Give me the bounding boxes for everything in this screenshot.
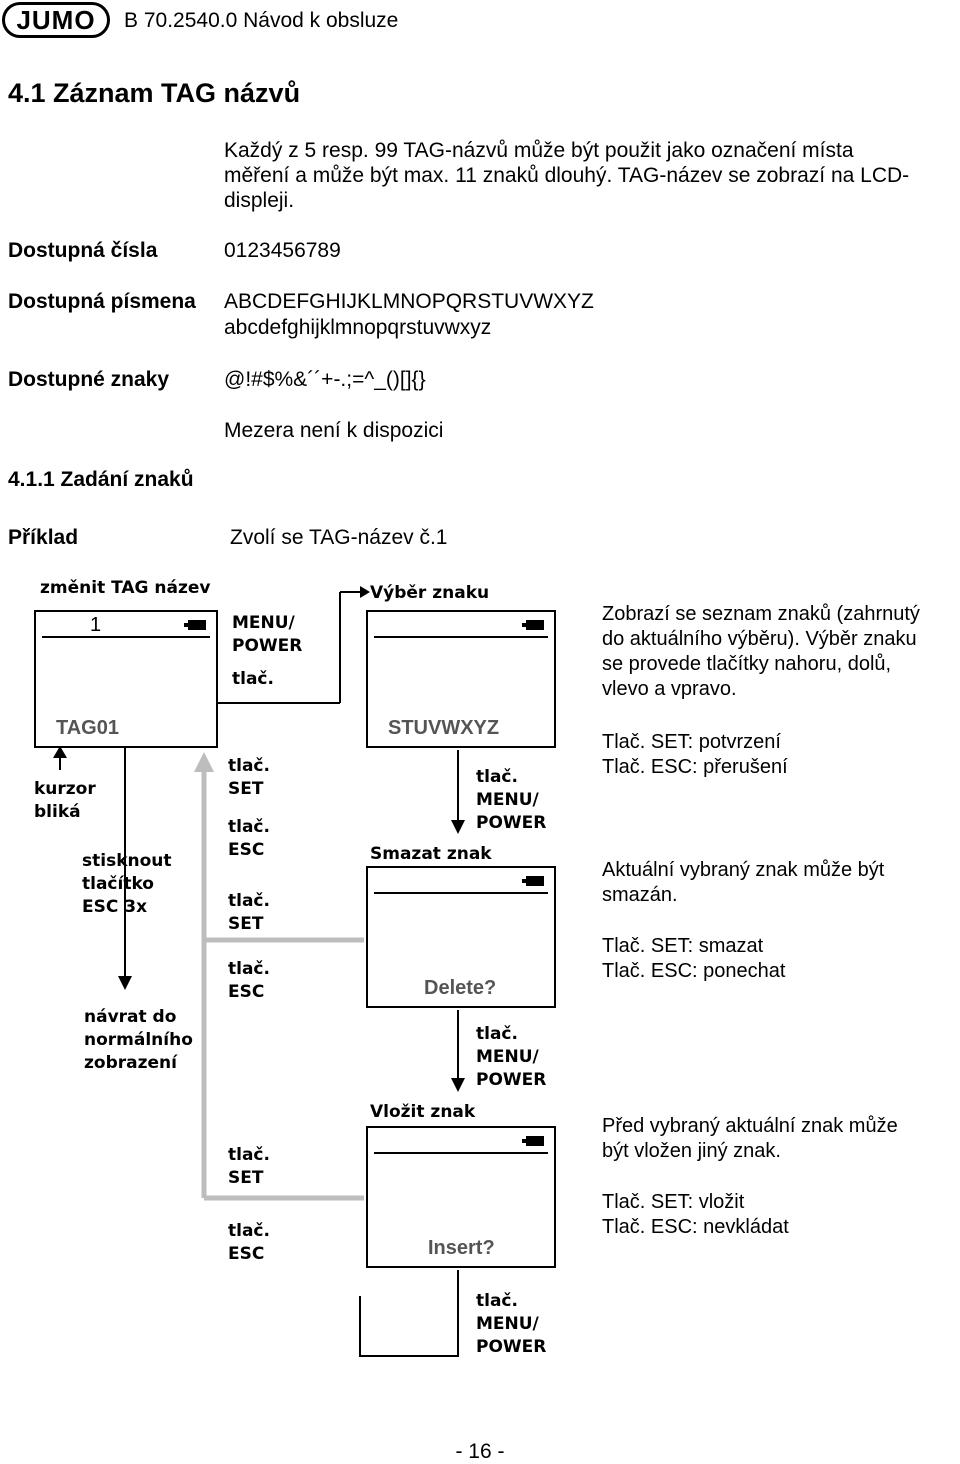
- set-2: tlač.SET: [228, 891, 270, 934]
- section-title: 4.1 Záznam TAG názvů: [8, 78, 301, 108]
- esc-3: tlač.ESC: [228, 1221, 270, 1264]
- esc-1: tlač.ESC: [228, 817, 270, 860]
- screen3-bottom: Delete?: [424, 977, 497, 999]
- screen4-title: Vložit znak: [370, 1102, 476, 1122]
- battery-icon: [522, 620, 544, 630]
- desc-delete: Aktuální vybraný znak může být smazán.: [602, 859, 885, 906]
- return-label: návrat do normálního zobrazení: [84, 1007, 193, 1073]
- lcd-screen-4: Insert?: [366, 1126, 556, 1268]
- letters-lower: abcdefghijklmnopqrstuvwxyz: [224, 316, 492, 339]
- example-label: Příklad: [8, 526, 79, 549]
- desc-select-keys: Tlač. SET: potvrzení Tlač. ESC: přerušen…: [602, 731, 788, 778]
- esc-2: tlač.ESC: [228, 959, 270, 1002]
- screen2-title: Výběr znaku: [370, 583, 490, 603]
- set-1: tlač.SET: [228, 756, 270, 799]
- esc3x-label: stisknout tlačítko ESC 3x: [82, 851, 172, 917]
- screen4-bottom: Insert?: [428, 1237, 495, 1259]
- menu-power-1: MENU/ POWER tlač.: [232, 613, 303, 689]
- screen1-bottom: TAG01: [56, 717, 119, 739]
- letters-upper: ABCDEFGHIJKLMNOPQRSTUVWXYZ: [224, 290, 594, 313]
- grey-return-paths: [201, 760, 364, 1201]
- example-text: Zvolí se TAG-název č.1: [230, 526, 448, 549]
- set-3: tlač.SET: [228, 1145, 270, 1188]
- numbers-value: 0123456789: [224, 239, 341, 262]
- desc-select-char: Zobrazí se seznam znaků (zahrnutý do akt…: [602, 603, 920, 700]
- screen1-title: změnit TAG název: [40, 578, 211, 598]
- subsection-title: 4.1.1 Zadání znaků: [8, 468, 194, 491]
- page-number: - 16 -: [455, 1440, 505, 1463]
- menu-power-4: tlač.MENU/POWER: [476, 1291, 547, 1357]
- lcd-screen-2: STUVWXYZ: [366, 610, 556, 748]
- jumo-logo: JUMO: [2, 2, 110, 38]
- cursor-label: kurzor bliká: [34, 779, 96, 822]
- menu-power-2: tlač.MENU/POWER: [476, 767, 547, 833]
- intro-line-3: displeji.: [224, 189, 295, 212]
- numbers-label: Dostupná čísla: [8, 239, 158, 262]
- space-note: Mezera není k dispozici: [224, 419, 444, 442]
- intro-line-1: Každý z 5 resp. 99 TAG-názvů může být po…: [224, 139, 854, 162]
- header-title: B 70.2540.0 Návod k obsluze: [124, 9, 399, 32]
- letters-label: Dostupná písmena: [8, 290, 196, 313]
- screen1-value: 1: [90, 614, 102, 636]
- chars-value: @!#$%&´´+-.;=^_()[]{}: [224, 368, 426, 391]
- battery-icon: [522, 1136, 544, 1146]
- lcd-screen-1: 1 TAG01: [34, 610, 218, 748]
- menu-power-3: tlač.MENU/POWER: [476, 1024, 547, 1090]
- screen2-bottom: STUVWXYZ: [388, 717, 500, 739]
- lcd-screen-3: Delete?: [366, 866, 556, 1008]
- desc-insert-keys: Tlač. SET: vložit Tlač. ESC: nevkládat: [602, 1191, 789, 1238]
- chars-label: Dostupné znaky: [8, 368, 170, 391]
- bottom-loop: [359, 1270, 459, 1357]
- battery-icon: [522, 876, 544, 886]
- grey-up-arrow: [194, 752, 214, 772]
- desc-delete-keys: Tlač. SET: smazat Tlač. ESC: ponechat: [602, 935, 786, 982]
- battery-icon: [184, 620, 206, 630]
- desc-insert: Před vybraný aktuální znak může být vlož…: [602, 1115, 898, 1162]
- screen3-title: Smazat znak: [370, 844, 492, 864]
- intro-line-2: měření a může být max. 11 znaků dlouhý. …: [224, 164, 910, 187]
